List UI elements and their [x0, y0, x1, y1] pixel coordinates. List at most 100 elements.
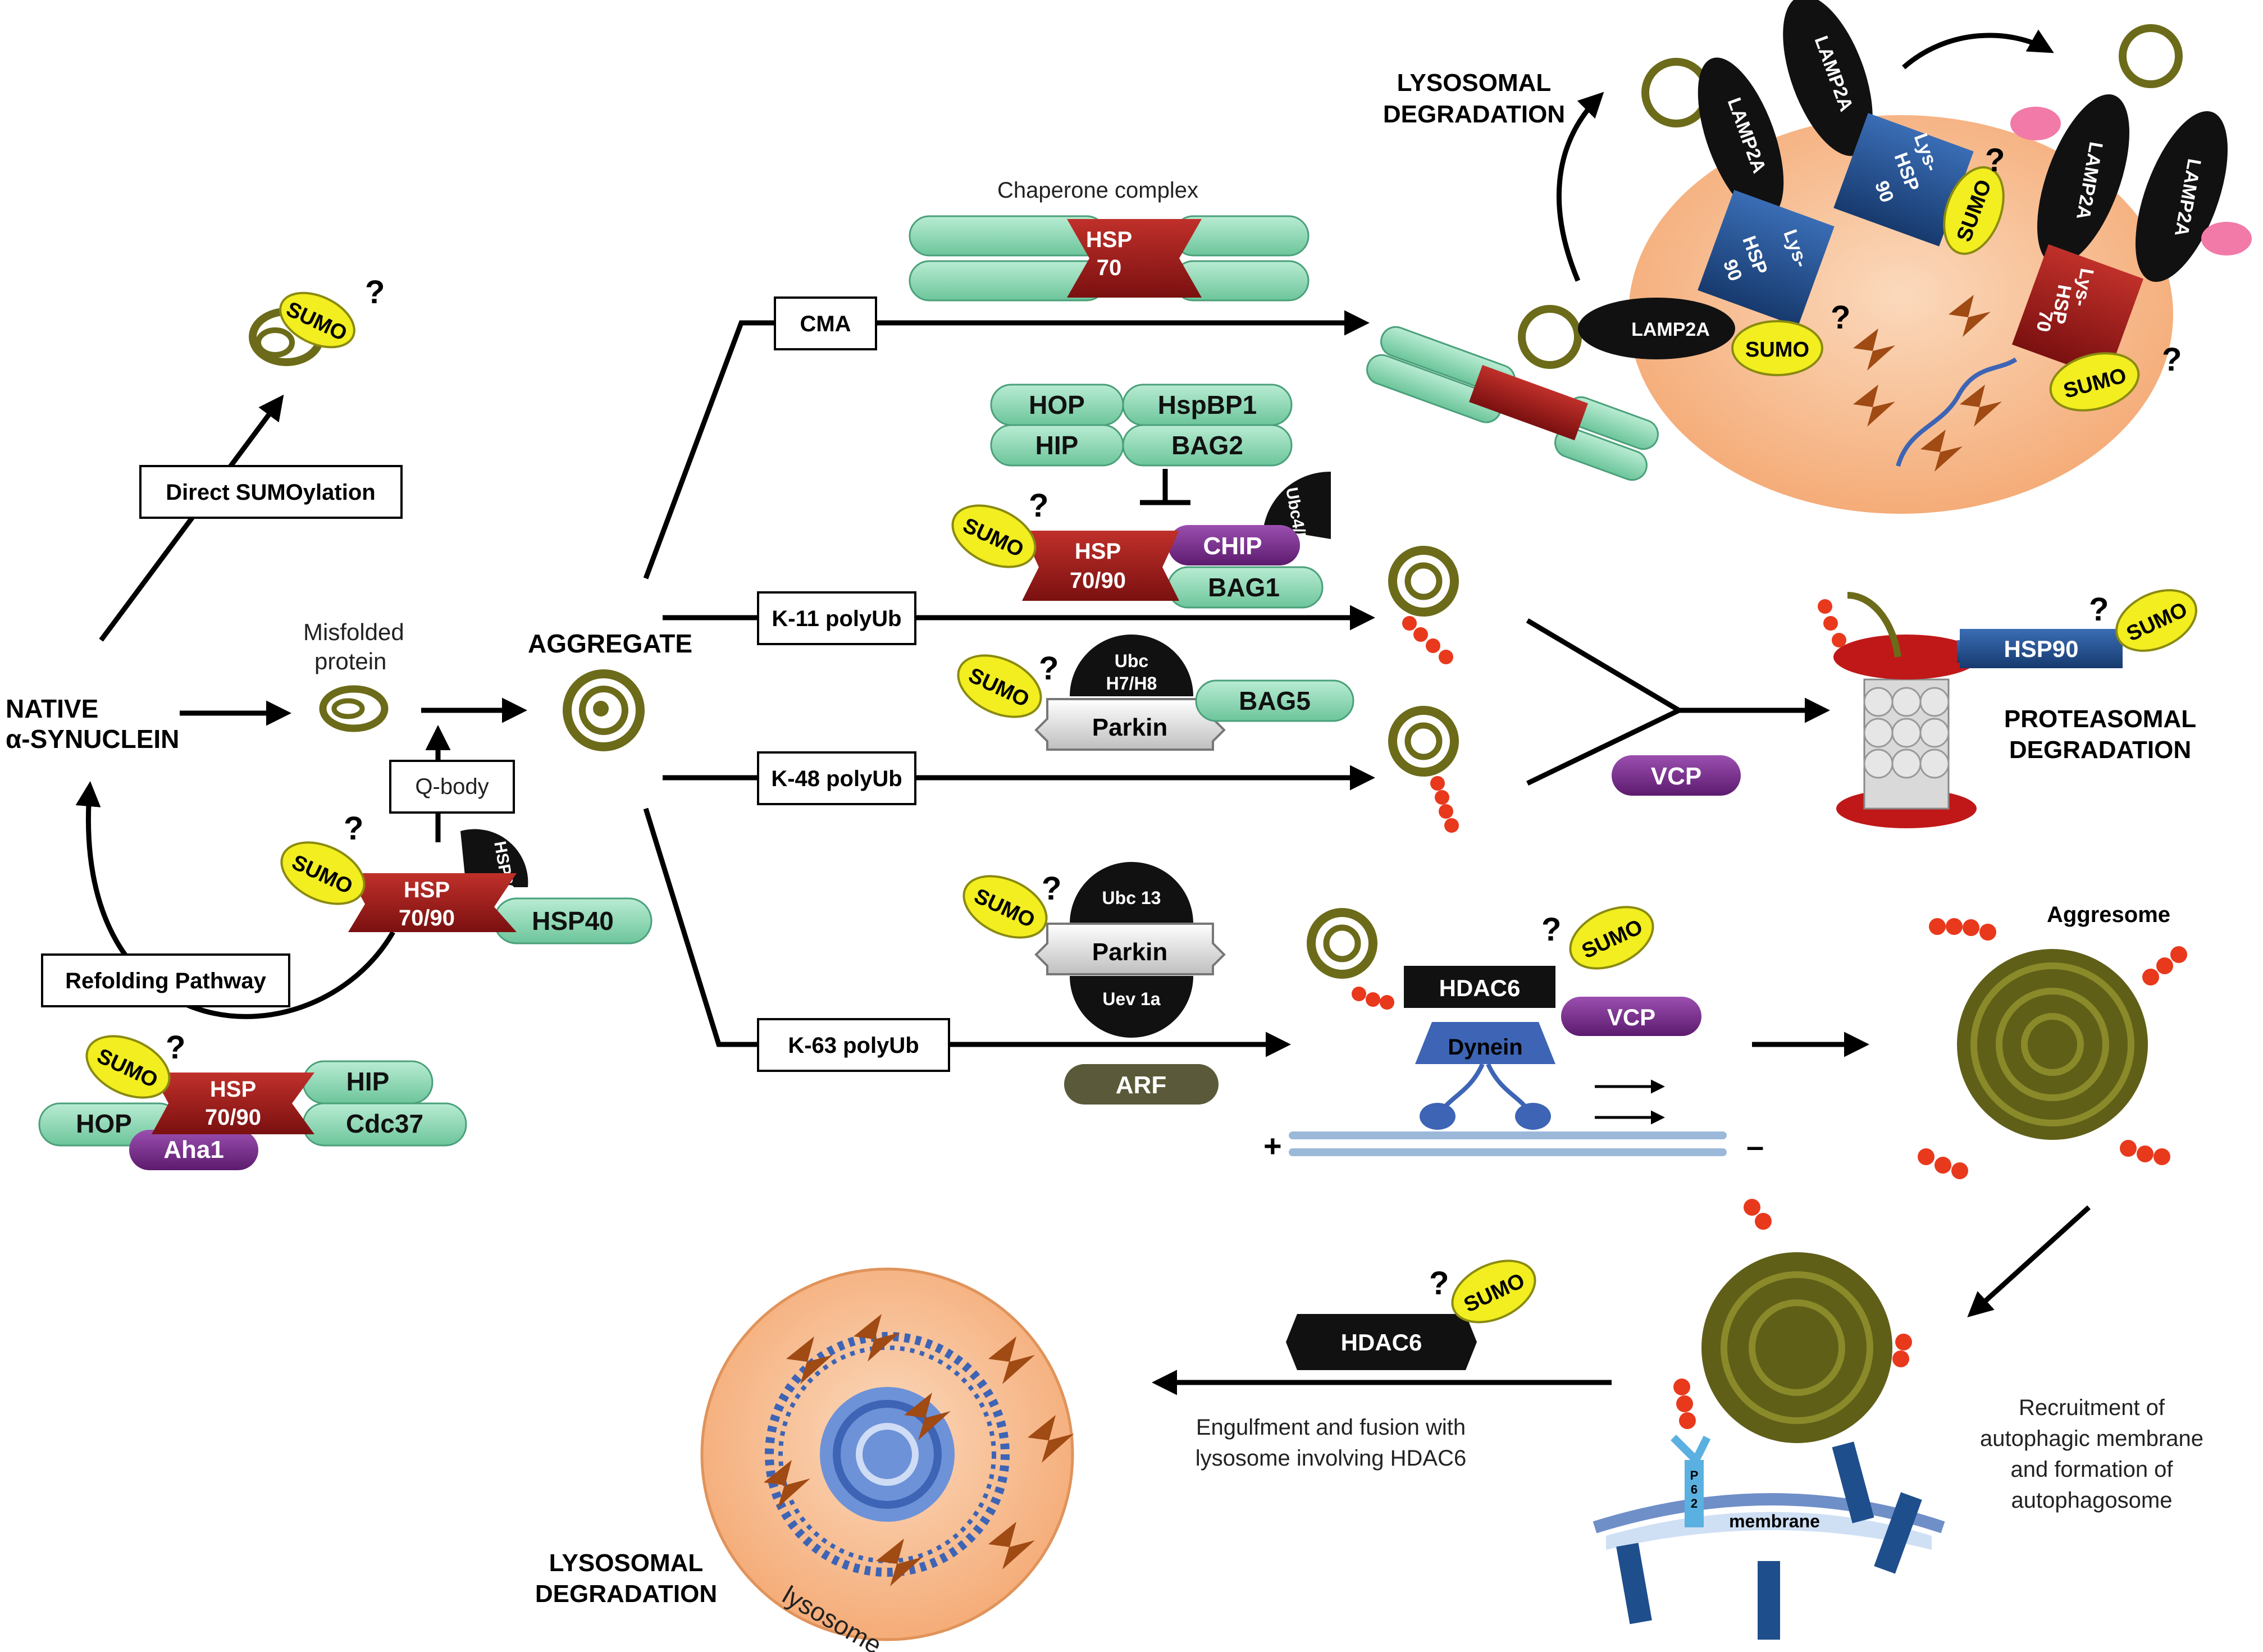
proteasomal-degradation-label: PROTEASOMAL DEGRADATION — [2004, 705, 2196, 764]
svg-text:BAG2: BAG2 — [1171, 431, 1243, 460]
svg-text:?: ? — [1039, 650, 1058, 687]
svg-text:LYSOSOMAL: LYSOSOMAL — [1397, 69, 1552, 97]
svg-text:+: + — [1263, 1128, 1282, 1163]
svg-text:HSP: HSP — [1075, 539, 1121, 564]
svg-text:LAMP2A: LAMP2A — [1631, 319, 1710, 340]
svg-text:?: ? — [1985, 142, 2005, 179]
degradation-bolts-bottom — [764, 1314, 1074, 1586]
svg-text:?: ? — [1042, 870, 1061, 907]
svg-text:Parkin: Parkin — [1092, 938, 1168, 966]
svg-text:–: – — [1746, 1128, 1764, 1163]
svg-text:70/90: 70/90 — [205, 1105, 261, 1130]
svg-text:VCP: VCP — [1607, 1004, 1655, 1030]
svg-text:H7/H8: H7/H8 — [1106, 673, 1157, 693]
svg-text:HSP40: HSP40 — [532, 906, 614, 935]
lysosomal-degradation-bottom-label: LYSOSOMAL DEGRADATION — [535, 1549, 717, 1608]
svg-text:K-11 polyUb: K-11 polyUb — [772, 606, 901, 631]
svg-text:HSP: HSP — [1086, 227, 1132, 252]
main-arrows — [75, 394, 527, 1019]
svg-text:?: ? — [1541, 911, 1561, 948]
branch-lines — [643, 29, 2091, 1395]
svg-text:Ubc 13: Ubc 13 — [1102, 888, 1161, 908]
svg-text:HOP: HOP — [1029, 390, 1085, 419]
svg-text:HDAC6: HDAC6 — [1341, 1329, 1422, 1356]
svg-text:2: 2 — [1691, 1496, 1698, 1510]
svg-text:70/90: 70/90 — [1070, 568, 1126, 593]
hsp-complex-qbody: HSP26/ 42 HSP40 HSP 70/90 SUMO ? — [280, 810, 653, 944]
svg-text:membrane: membrane — [1729, 1511, 1820, 1531]
k63-polyub-box: K-63 polyUb — [757, 1018, 950, 1072]
parkin-ubc13-uev1a-complex: Ubc 13 Parkin Uev 1a SUMO ? ARF — [962, 862, 1226, 1105]
svg-text:HspBP1: HspBP1 — [1158, 390, 1257, 419]
misfolded-protein-icon — [319, 685, 389, 732]
k11-polyub-box: K-11 polyUb — [757, 591, 916, 645]
svg-text:NATIVE: NATIVE — [6, 694, 98, 723]
svg-text:Q-body: Q-body — [415, 774, 489, 799]
svg-text:Dynein: Dynein — [1448, 1035, 1522, 1060]
hop-hspbp1-hip-bag2-cluster: HOP HspBP1 HIP BAG2 — [990, 384, 1293, 505]
svg-text:HSP: HSP — [404, 878, 450, 902]
svg-text:Engulfment and fusion with: Engulfment and fusion with — [1196, 1415, 1466, 1440]
svg-text:α-SYNUCLEIN: α-SYNUCLEIN — [6, 724, 179, 754]
hsp-chip-bag1-complex: Ubc4/5 CHIP BAG1 HSP 70/90 SUMO ? — [951, 471, 1331, 609]
svg-text:and formation of: and formation of — [2010, 1457, 2173, 1482]
sumo-aggregate-top: SUMO ? — [249, 274, 385, 366]
svg-text:Ubc: Ubc — [1115, 651, 1148, 671]
vcp-proteasome: VCP — [1612, 755, 1741, 796]
svg-text:Aha1: Aha1 — [163, 1136, 224, 1163]
svg-text:HOP: HOP — [76, 1109, 132, 1138]
svg-text:SUMO: SUMO — [1745, 338, 1809, 362]
svg-text:HIP: HIP — [1035, 431, 1079, 460]
chaperone-hsp70-complex: HSP 70 — [909, 215, 1310, 302]
svg-text:autophagosome: autophagosome — [2011, 1488, 2173, 1513]
svg-text:Refolding Pathway: Refolding Pathway — [65, 969, 267, 993]
lamp2a-lys-hsp90-left: LAMP2A Lys- HSP 90 SUMO ? — [1641, 57, 1850, 376]
svg-text:BAG1: BAG1 — [1208, 573, 1280, 602]
ubiquitinated-aggregate-k48 — [1388, 706, 1459, 833]
parkin-ubch7h8-bag5-complex: Ubc H7/H8 Parkin BAG5 SUMO ? — [957, 635, 1354, 751]
svg-text:HDAC6: HDAC6 — [1439, 975, 1521, 1001]
svg-text:LYSOSOMAL: LYSOSOMAL — [549, 1549, 704, 1577]
svg-text:Recruitment of: Recruitment of — [2019, 1395, 2165, 1420]
svg-text:DEGRADATION: DEGRADATION — [535, 1580, 717, 1608]
svg-text:HSP90: HSP90 — [2004, 636, 2078, 662]
svg-text:6: 6 — [1691, 1482, 1698, 1496]
direct-sumoylation-box: Direct SUMOylation — [139, 465, 403, 519]
cma-chaperone-lamp2a: LAMP2A — [1366, 298, 1735, 481]
svg-text:DEGRADATION: DEGRADATION — [1383, 101, 1565, 128]
misfolded-protein-label: Misfolded protein — [303, 619, 404, 674]
svg-text:Direct SUMOylation: Direct SUMOylation — [166, 480, 375, 505]
aggregate-label: AGGREGATE — [528, 629, 692, 658]
svg-text:?: ? — [365, 274, 385, 311]
svg-text:VCP: VCP — [1651, 763, 1701, 790]
native-alpha-synuclein-label: NATIVE α-SYNUCLEIN — [6, 694, 179, 754]
svg-text:?: ? — [344, 810, 363, 847]
svg-text:CMA: CMA — [800, 312, 851, 336]
lysosomal-degradation-top-label: LYSOSOMAL DEGRADATION — [1383, 69, 1565, 128]
svg-text:?: ? — [2089, 591, 2109, 628]
cma-box: CMA — [774, 296, 877, 350]
chaperone-complex-label: Chaperone complex — [997, 178, 1198, 203]
lamp2a-lys-hsp90-middle: LAMP2A Lys- HSP 90 SUMO ? — [1783, 0, 2005, 255]
svg-text:DEGRADATION: DEGRADATION — [2009, 736, 2191, 764]
svg-text:70: 70 — [2032, 309, 2057, 334]
microtubule: + – — [1263, 1128, 1764, 1163]
svg-text:K-63 polyUb: K-63 polyUb — [788, 1033, 919, 1058]
aggresome — [1918, 918, 2187, 1179]
engulfment-label: Engulfment and fusion with lysosome invo… — [1196, 1415, 1466, 1471]
autophagosome-formation: membrane P 6 2 — [1593, 1199, 1945, 1640]
svg-text:P: P — [1690, 1468, 1699, 1482]
hdac6-sumo-engulfment: HDAC6 SUMO ? — [1286, 1259, 1536, 1370]
ubiquitinated-aggregate-k11 — [1388, 546, 1459, 664]
refolding-pathway-box: Refolding Pathway — [41, 953, 290, 1007]
hsp-hop-hip-cdc37-complex: HIP Cdc37 HOP Aha1 HSP 70/90 SUMO ? — [38, 1029, 467, 1170]
svg-text:Cdc37: Cdc37 — [346, 1109, 423, 1138]
svg-text:HIP: HIP — [346, 1067, 390, 1096]
recruitment-label: Recruitment of autophagic membrane and f… — [1980, 1395, 2203, 1513]
svg-text:PROTEASOMAL: PROTEASOMAL — [2004, 705, 2196, 733]
svg-text:protein: protein — [314, 648, 386, 674]
svg-text:HSP: HSP — [210, 1077, 256, 1102]
svg-text:?: ? — [1429, 1265, 1449, 1302]
svg-text:?: ? — [2162, 341, 2182, 378]
